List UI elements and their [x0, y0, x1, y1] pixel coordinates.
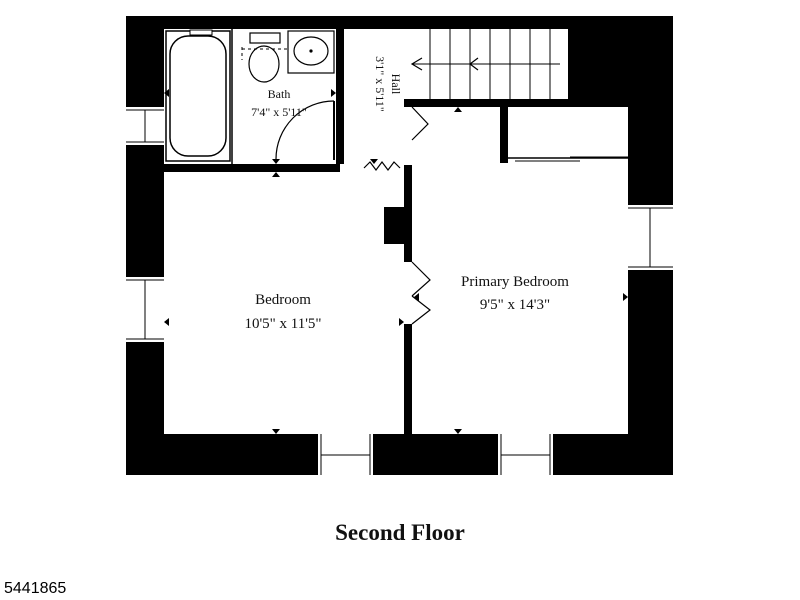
window-bedroom-left — [126, 277, 164, 342]
bedroom-name: Bedroom — [255, 292, 311, 308]
window-bedroom-bottom — [318, 434, 373, 475]
closet-floor — [508, 107, 628, 162]
bathtub — [165, 29, 233, 164]
primary-door-swing — [411, 261, 431, 297]
toilet — [248, 32, 281, 83]
bath-door-swing — [275, 100, 335, 160]
listing-id: 5441865 — [4, 580, 67, 597]
primary-bedroom-name: Primary Bedroom — [461, 274, 569, 290]
stair-wall — [404, 99, 628, 107]
bath-bedroom-wall — [164, 164, 340, 172]
dimension-markers — [164, 89, 628, 434]
floor-title: Second Floor — [335, 520, 465, 545]
hall-lower-floor — [404, 99, 412, 165]
closet-wall — [500, 107, 508, 163]
stairs — [410, 29, 560, 99]
primary-door-opening — [404, 262, 412, 324]
window-primary-bottom — [498, 434, 553, 475]
bedroom-floor — [164, 172, 404, 434]
hall-opening — [340, 164, 404, 172]
hall-floor — [344, 29, 404, 172]
hall-folding-door — [363, 161, 401, 171]
bath-hall-wall — [336, 29, 344, 172]
bath-dims: 7'4" x 5'11" — [251, 105, 307, 119]
sink — [287, 30, 335, 74]
primary-bedroom-dims: 9'5" x 14'3" — [480, 297, 550, 313]
chimney — [384, 207, 404, 244]
hall-door-swing — [411, 106, 429, 141]
bedroom-dims: 10'5" x 11'5" — [244, 316, 321, 332]
window-bath-left — [126, 107, 164, 145]
bath-name: Bath — [268, 87, 291, 101]
window-primary-right — [628, 205, 673, 270]
hall-name: Hall — [389, 74, 403, 95]
hall-dims: 3'1" x 5'11" — [373, 56, 387, 112]
